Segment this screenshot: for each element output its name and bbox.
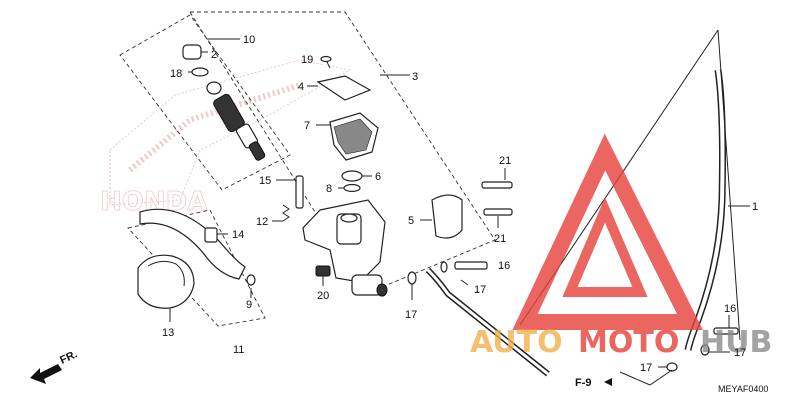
piston-spring-assembly: [213, 93, 266, 161]
screw-part-19: [320, 55, 332, 63]
reservoir-group: [189, 11, 496, 291]
holder-part-5: [431, 194, 463, 239]
callout-18: 18: [170, 68, 182, 80]
callout-10: 10: [243, 34, 255, 46]
washer-part-17-c: [700, 344, 710, 356]
master-cylinder-body: [272, 175, 388, 297]
callout-17-a: 17: [474, 284, 486, 296]
callout-16-a: 16: [498, 260, 510, 272]
page-reference: F-9: [575, 377, 612, 389]
spring-part-12: [282, 204, 290, 222]
cap-part-2: [182, 44, 202, 60]
holder-group: [420, 168, 513, 239]
banjo-bolt-part-16-a: [454, 261, 488, 270]
callout-19: 19: [301, 54, 313, 66]
callout-16-b: 16: [724, 303, 736, 315]
automotohub-watermark: AUTO MOTO HUB: [470, 133, 772, 360]
bolt-part-15: [295, 175, 304, 209]
callout-11: 11: [233, 344, 244, 356]
callout-7: 7: [304, 120, 310, 132]
brand-background-watermark: HONDA: [100, 59, 352, 217]
callout-17-c: 17: [734, 347, 746, 359]
callout-21-b: 21: [494, 233, 506, 245]
front-arrow-label: FR.: [58, 348, 79, 366]
lever-group: [127, 208, 266, 327]
nut-part-9: [246, 274, 256, 286]
front-direction-arrow: FR.: [30, 348, 79, 384]
callout-13: 13: [162, 327, 174, 339]
callout-5: 5: [408, 215, 414, 227]
lever-cover-part-13: [137, 254, 195, 309]
circlip-part-18: [191, 67, 209, 77]
callout-4: 4: [298, 81, 304, 93]
callout-9: 9: [246, 299, 252, 311]
callout-8: 8: [326, 183, 332, 195]
watermark-hub: HUB: [700, 325, 772, 360]
watermark-moto: MOTO: [578, 325, 679, 360]
watermark-auto: AUTO: [470, 325, 563, 360]
seal-part-8: [343, 183, 361, 193]
callout-17-b: 17: [405, 309, 417, 321]
callout-1: 1: [752, 201, 758, 213]
callout-17-d: 17: [640, 362, 652, 374]
callout-14: 14: [232, 229, 244, 241]
brake-lever: [139, 208, 246, 280]
reservoir-cap-4: [316, 75, 372, 101]
pivot-bolt-part-14: [204, 227, 218, 243]
group-outline-3: [189, 11, 496, 291]
group-outline-10: [119, 14, 291, 191]
bushing-part-6: [341, 170, 363, 182]
bolt-part-21-lower: [483, 208, 513, 216]
callout-15: 15: [259, 175, 271, 187]
page-reference-label: F-9: [575, 377, 592, 389]
nut-part-20: [315, 265, 331, 277]
piston-set-group: [119, 14, 291, 191]
banjo-bolt-part-16-b: [713, 327, 739, 335]
callout-21-a: 21: [499, 155, 511, 167]
washer-part-17-d: [666, 362, 678, 372]
callout-20: 20: [317, 290, 329, 302]
diagram-code: MEYAF0400: [718, 384, 768, 394]
callout-2: 2: [211, 49, 217, 61]
callout-6: 6: [375, 171, 381, 183]
callout-3: 3: [412, 71, 418, 83]
washer-part-17-a: [407, 271, 417, 285]
callout-12: 12: [256, 216, 268, 228]
bolt-part-21-upper: [481, 181, 513, 189]
